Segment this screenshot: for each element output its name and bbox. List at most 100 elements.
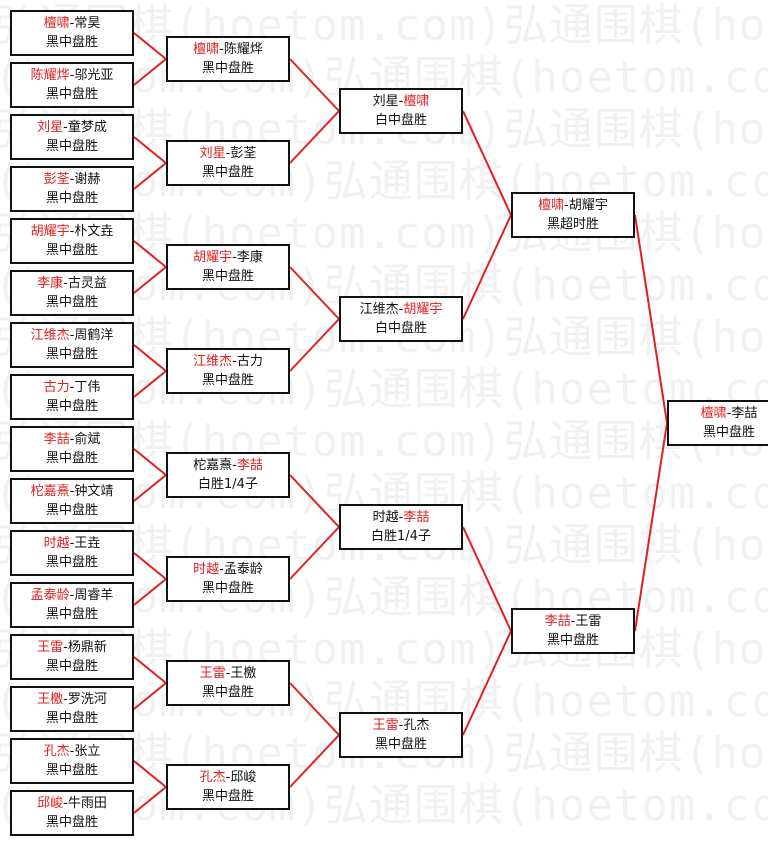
connector-line (289, 526, 340, 580)
connector-line (133, 448, 167, 476)
player-1-name: 刘星 (372, 94, 399, 109)
match-players: 柁嘉熹-李喆 (168, 456, 288, 475)
connector-line (289, 110, 340, 164)
player-2-name: 李康 (236, 250, 263, 265)
match-result: 黑中盘胜 (45, 607, 98, 622)
match-players: 王雷-王檄 (168, 664, 288, 683)
vs-separator: - (225, 666, 231, 681)
player-1-name: 檀啸 (700, 406, 727, 421)
player-1-name: 刘星 (37, 120, 64, 135)
vs-separator: - (232, 354, 237, 369)
match-players: 刘星-檀啸 (341, 92, 461, 111)
match-players: 彭荃-谢赫 (12, 170, 132, 189)
player-2-name: 周睿羊 (74, 588, 114, 603)
match-box-r1-14: 王檄-罗洗河黑中盘胜 (10, 686, 134, 732)
player-1-name: 孔杰 (199, 770, 226, 785)
player-2-name: 李喆 (236, 458, 263, 473)
player-1-name: 檀啸 (538, 198, 565, 213)
match-players: 孟泰龄-周睿羊 (12, 586, 132, 605)
match-players: 柁嘉熹-钟文靖 (12, 482, 132, 501)
match-players: 刘星-童梦成 (12, 118, 132, 137)
match-result: 黑中盘胜 (201, 789, 254, 804)
match-box-r1-5: 胡耀宇-朴文垚黑中盘胜 (10, 218, 134, 264)
player-1-name: 胡耀宇 (193, 250, 233, 265)
match-players: 时越-李喆 (341, 508, 461, 527)
match-result: 黑中盘胜 (45, 659, 98, 674)
vs-separator: - (69, 432, 75, 447)
match-result: 黑中盘胜 (45, 711, 98, 726)
match-players: 李康-古灵益 (12, 274, 132, 293)
player-2-name: 谢赫 (74, 172, 101, 187)
player-1-name: 江维杰 (193, 354, 233, 369)
vs-separator: - (63, 276, 68, 291)
match-box-r1-10: 柁嘉熹-钟文靖黑中盘胜 (10, 478, 134, 524)
match-result: 黑中盘胜 (45, 763, 98, 778)
match-result: 黑中盘胜 (201, 165, 254, 180)
vs-separator: - (232, 250, 237, 265)
vs-separator: - (398, 302, 404, 317)
match-players: 王檄-罗洗河 (12, 690, 132, 709)
match-players: 檀啸-李喆 (669, 404, 768, 423)
player-2-name: 张立 (74, 744, 101, 759)
match-result: 黑中盘胜 (374, 737, 427, 752)
match-box-r3-4: 王雷-孔杰黑中盘胜 (339, 712, 463, 758)
match-box-r4-1: 檀啸-胡耀宇黑超时胜 (511, 192, 635, 238)
player-1-name: 古力 (43, 380, 70, 395)
player-1-name: 邱峻 (37, 796, 64, 811)
vs-separator: - (69, 68, 75, 83)
connector-line (133, 344, 167, 372)
vs-separator: - (398, 718, 404, 733)
connector-line (634, 422, 668, 632)
connector-line (133, 474, 167, 502)
match-players: 檀啸-陈耀烨 (168, 40, 288, 59)
connector-line (133, 656, 167, 684)
match-box-r1-6: 李康-古灵益黑中盘胜 (10, 270, 134, 316)
connector-line (289, 682, 340, 736)
match-players: 江维杰-古力 (168, 352, 288, 371)
player-2-name: 王垚 (74, 536, 101, 551)
player-1-name: 王雷 (199, 666, 226, 681)
match-box-r1-1: 檀啸-常昊黑中盘胜 (10, 10, 134, 56)
player-2-name: 孟泰龄 (223, 562, 263, 577)
player-2-name: 陈耀烨 (223, 42, 263, 57)
match-result: 黑中盘胜 (45, 399, 98, 414)
player-1-name: 柁嘉熹 (30, 484, 70, 499)
player-1-name: 陈耀烨 (30, 68, 70, 83)
player-2-name: 李喆 (731, 406, 758, 421)
match-box-r1-2: 陈耀烨-邬光亚黑中盘胜 (10, 62, 134, 108)
vs-separator: - (69, 172, 75, 187)
match-result: 黑中盘胜 (201, 61, 254, 76)
vs-separator: - (219, 42, 224, 57)
player-2-name: 牛雨田 (67, 796, 107, 811)
connector-line (634, 214, 668, 424)
vs-separator: - (564, 198, 569, 213)
player-2-name: 王檄 (230, 666, 257, 681)
match-result: 白中盘胜 (374, 113, 427, 128)
connector-line (289, 58, 340, 112)
vs-separator: - (69, 744, 75, 759)
match-result: 黑中盘胜 (45, 347, 98, 362)
player-1-name: 时越 (372, 510, 399, 525)
match-box-r1-11: 时越-王垚黑中盘胜 (10, 530, 134, 576)
match-result: 黑中盘胜 (45, 35, 98, 50)
match-box-r2-2: 刘星-彭荃黑中盘胜 (166, 140, 290, 186)
match-result: 黑中盘胜 (45, 139, 98, 154)
connector-line (133, 162, 167, 190)
player-2-name: 孔杰 (403, 718, 430, 733)
match-players: 胡耀宇-李康 (168, 248, 288, 267)
player-2-name: 胡耀宇 (568, 198, 608, 213)
vs-separator: - (398, 510, 404, 525)
match-result: 黑中盘胜 (201, 685, 254, 700)
match-players: 王雷-杨鼎新 (12, 638, 132, 657)
player-1-name: 时越 (43, 536, 70, 551)
match-result: 黑中盘胜 (702, 425, 755, 440)
match-box-r1-4: 彭荃-谢赫黑中盘胜 (10, 166, 134, 212)
match-box-r4-2: 李喆-王雷黑中盘胜 (511, 608, 635, 654)
match-players: 刘星-彭荃 (168, 144, 288, 163)
match-result: 黑中盘胜 (45, 87, 98, 102)
match-result: 黑中盘胜 (201, 269, 254, 284)
match-result: 黑中盘胜 (45, 815, 98, 830)
match-result: 黑中盘胜 (201, 581, 254, 596)
player-2-name: 邱峻 (230, 770, 257, 785)
player-1-name: 孟泰龄 (30, 588, 70, 603)
